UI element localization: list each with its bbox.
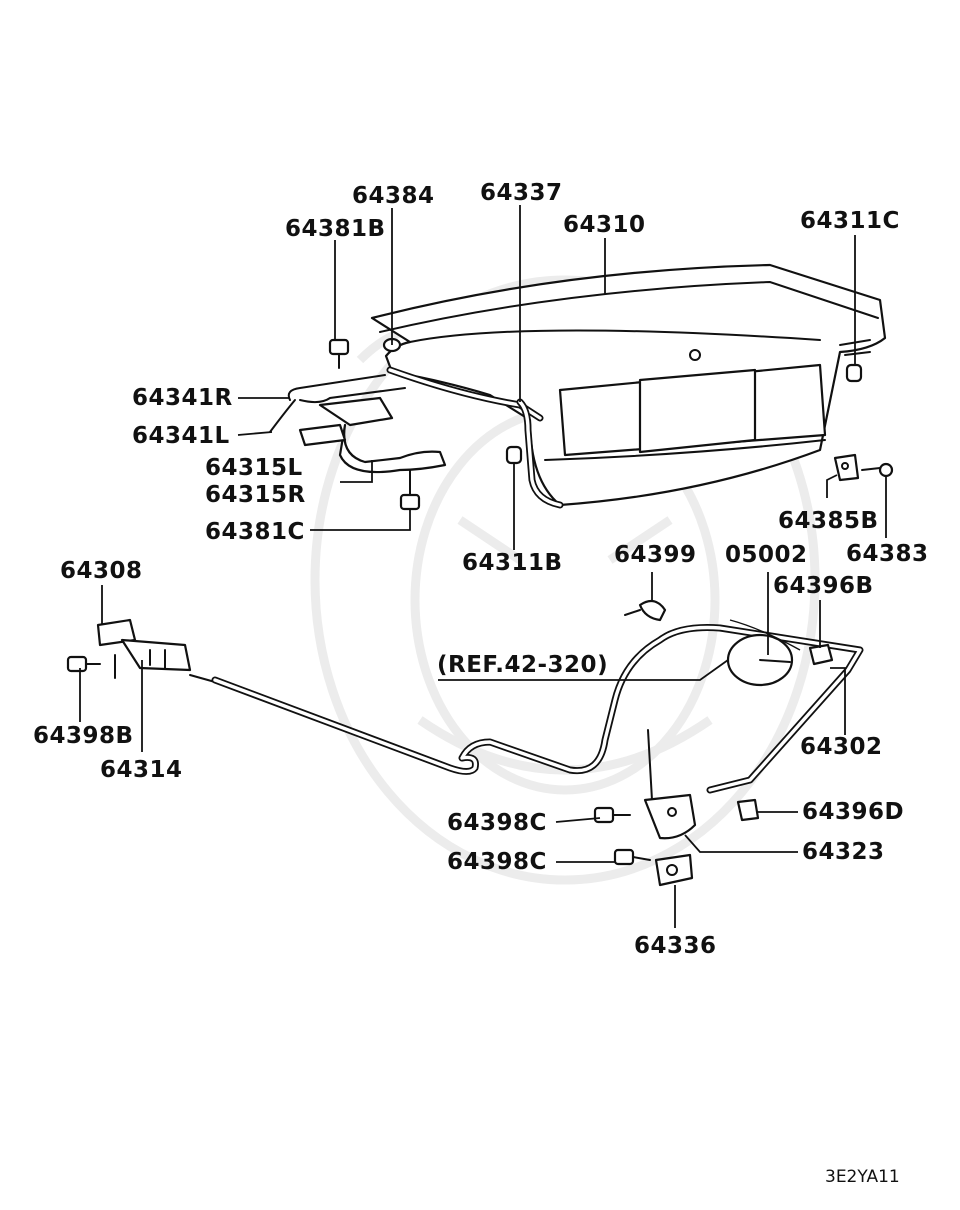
label-64337: 64337 <box>480 180 563 206</box>
part-labels: 64384 64337 64310 64311C 64381B 64341R 6… <box>33 180 929 959</box>
label-64315L: 64315L <box>205 455 303 481</box>
label-64310: 64310 <box>563 212 646 238</box>
label-64314: 64314 <box>100 757 183 783</box>
label-64398C-a: 64398C <box>447 810 547 836</box>
label-64396D: 64396D <box>802 799 904 825</box>
bolt-64381C <box>399 469 421 511</box>
bolt-64381B <box>328 338 350 369</box>
bolt-64398C-b <box>613 848 651 866</box>
label-64341L: 64341L <box>132 423 230 449</box>
label-64399: 64399 <box>614 542 697 568</box>
release-handle-assembly <box>66 618 216 683</box>
hinge <box>298 396 447 474</box>
screw-64383 <box>861 462 894 478</box>
label-64396B: 64396B <box>773 573 874 599</box>
label-64323: 64323 <box>802 839 885 865</box>
label-64381B: 64381B <box>285 216 386 242</box>
leader-lines <box>79 205 887 928</box>
clip-64396B <box>808 643 834 666</box>
label-64336: 64336 <box>634 933 717 959</box>
bumper-64311B <box>505 445 523 465</box>
trunk-lid <box>370 263 887 507</box>
diagram-code: 3E2YA11 <box>825 1167 900 1187</box>
label-64385B: 64385B <box>778 508 879 534</box>
striker <box>654 853 694 887</box>
label-ref-42-320: (REF.42-320) <box>437 652 608 678</box>
label-64308: 64308 <box>60 558 143 584</box>
clip-64399 <box>624 599 667 622</box>
label-64398B: 64398B <box>33 723 134 749</box>
latch <box>643 729 697 840</box>
fuel-lid-ref <box>726 633 794 687</box>
label-64302: 64302 <box>800 734 883 760</box>
label-64381C: 64381C <box>205 519 305 545</box>
lid-cable <box>516 398 564 509</box>
release-cable <box>211 619 864 794</box>
clip-64396D <box>736 798 760 822</box>
label-64341R: 64341R <box>132 385 233 411</box>
bracket-64385B <box>833 453 860 482</box>
label-64311B: 64311B <box>462 550 563 576</box>
bumper-64311C <box>845 363 863 383</box>
label-64398C-b: 64398C <box>447 849 547 875</box>
label-05002: 05002 <box>725 542 808 568</box>
label-64383: 64383 <box>846 541 929 567</box>
label-64384: 64384 <box>352 183 435 209</box>
label-64315R: 64315R <box>205 482 306 508</box>
label-64311C: 64311C <box>800 208 900 234</box>
bolt-64398C-a <box>593 806 631 824</box>
